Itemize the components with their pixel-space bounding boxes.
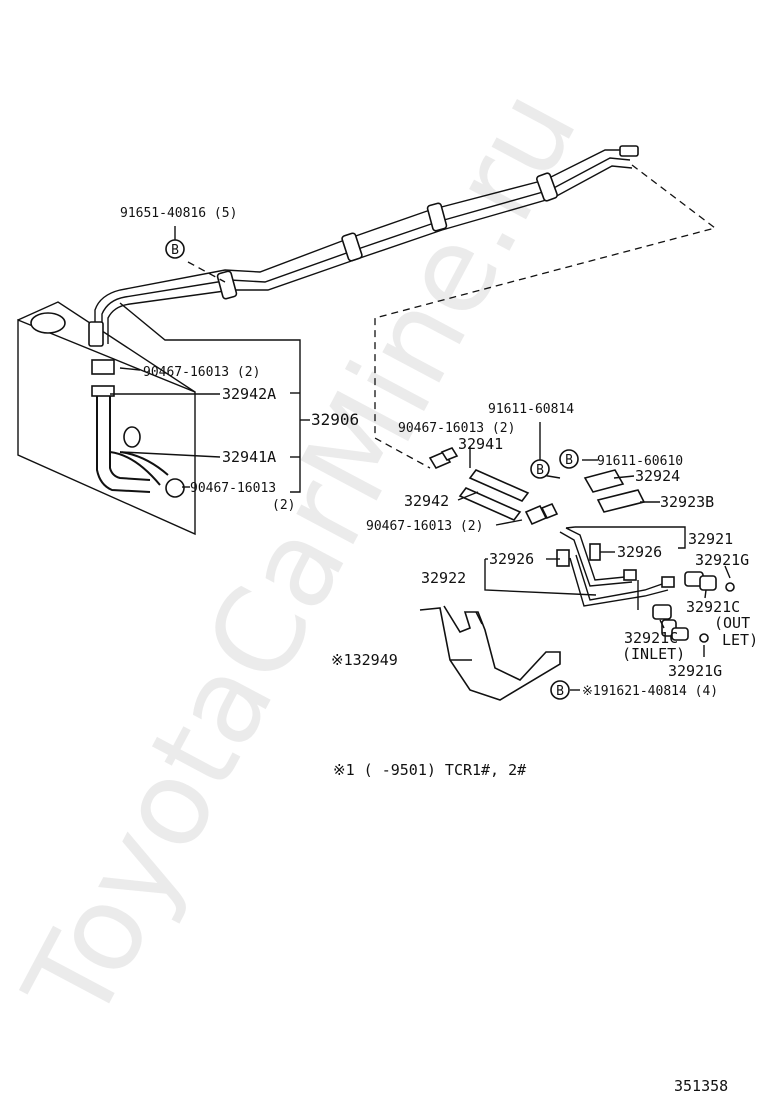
- label-32921C-b: 32921C: [624, 629, 678, 647]
- label-90467-top: 90467-16013 (2): [143, 365, 260, 380]
- label-90467-mid: 90467-16013 (2): [398, 421, 515, 436]
- svg-text:B: B: [565, 453, 573, 468]
- label-91611-60814: 91611-60814: [488, 402, 574, 417]
- leader-lines: [110, 226, 731, 691]
- label-32921: 32921: [688, 530, 733, 548]
- label-32926-b: 32926: [489, 550, 534, 568]
- label-132949: ※132949: [331, 651, 398, 669]
- label-32923B: 32923B: [660, 493, 714, 511]
- middle-hoses: [428, 447, 559, 526]
- label-91651-40816: 91651-40816 (5): [120, 206, 237, 221]
- radiator-tank: [17, 301, 196, 536]
- label-32926-a: 32926: [617, 543, 662, 561]
- label-outlet-1: (OUT: [714, 614, 750, 632]
- label-32921G-b: 32921G: [668, 662, 722, 680]
- fittings: [652, 571, 735, 643]
- svg-text:B: B: [536, 463, 544, 478]
- label-32942: 32942: [404, 492, 449, 510]
- svg-text:B: B: [171, 243, 179, 258]
- label-90467-left-qty: (2): [272, 498, 295, 513]
- b-marker-2: B: [530, 459, 550, 479]
- label-91611-60610: 91611-60610: [597, 454, 683, 469]
- label-191621-40814: ※191621-40814 (4): [582, 684, 718, 699]
- label-32942A: 32942A: [222, 385, 276, 403]
- label-90467-low: 90467-16013 (2): [366, 519, 483, 534]
- label-90467-left: 90467-16013: [190, 481, 276, 496]
- b-marker-3: B: [559, 449, 579, 469]
- cooler-pipes-lower: [556, 527, 675, 607]
- label-32906: 32906: [311, 410, 359, 429]
- cooler-pipes-upper: [88, 145, 639, 347]
- label-inlet: (INLET): [622, 645, 685, 663]
- figure-number: 351358: [674, 1077, 728, 1095]
- brackets: [583, 469, 646, 513]
- label-32941: 32941: [458, 435, 503, 453]
- label-32921C-a: 32921C: [686, 598, 740, 616]
- footnote: ※1 ( -9501) TCR1#, 2#: [333, 761, 526, 779]
- reference-lines: [119, 164, 717, 493]
- label-32922: 32922: [421, 569, 466, 587]
- b-marker-1: B: [165, 239, 185, 259]
- label-32924: 32924: [635, 467, 680, 485]
- label-32921G-a: 32921G: [695, 551, 749, 569]
- b-marker-4: B: [550, 680, 570, 700]
- label-outlet-2: LET): [722, 631, 758, 649]
- label-32941A: 32941A: [222, 448, 276, 466]
- svg-text:B: B: [556, 684, 564, 699]
- stay-bracket: [419, 605, 561, 701]
